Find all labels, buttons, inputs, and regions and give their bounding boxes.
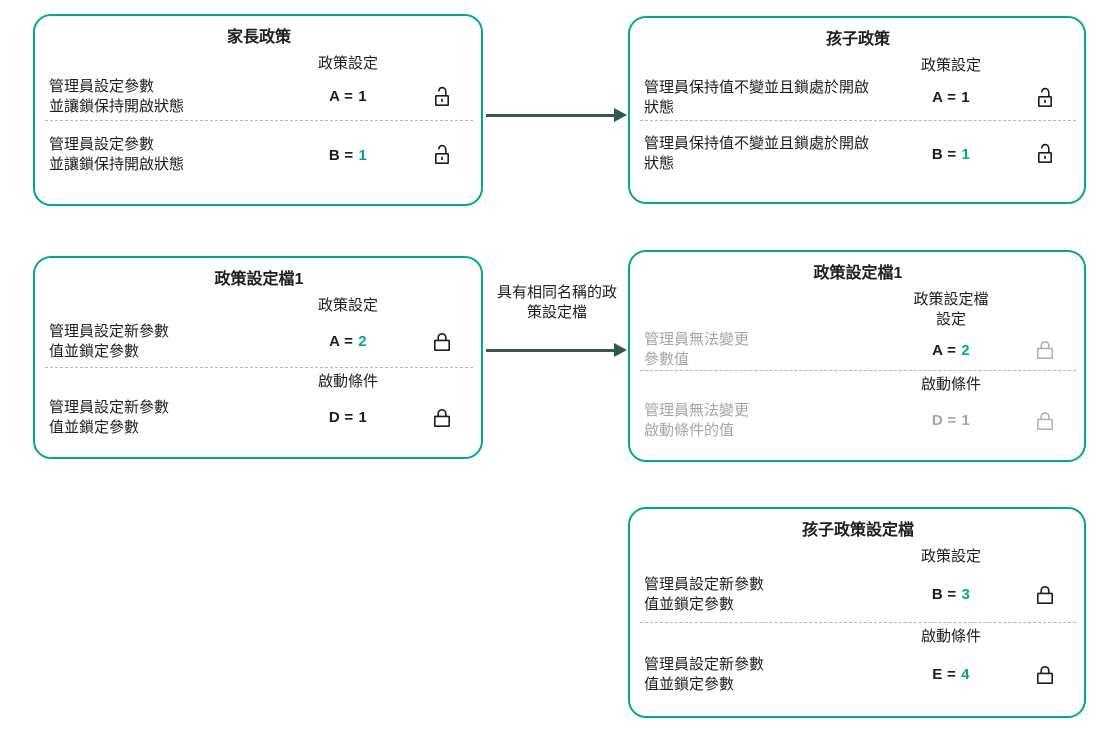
param-number: 1 — [961, 412, 971, 429]
param-label: A = — [329, 333, 354, 350]
param-number: 1 — [358, 88, 367, 106]
policy-setting-section: 政策設定檔 設定 管理員無法變更 參數值 A = 2 — [644, 286, 1072, 370]
section-header: 啟動條件 — [920, 376, 981, 393]
dashed-divider — [640, 119, 1076, 121]
dashed-divider — [45, 367, 473, 368]
open-lock-icon — [430, 143, 454, 167]
setting-description: 管理員設定新參數 值並鎖定參數 — [49, 322, 170, 360]
param-number: 1 — [358, 409, 368, 426]
setting-description: 管理員設定新參數 值並鎖定參數 — [49, 398, 170, 436]
open-lock-icon — [430, 85, 454, 109]
setting-value: D = 1 — [888, 412, 1014, 429]
policy-setting-section: 政策設定 管理員設定新參數 值並鎖定參數 B = 3 — [644, 543, 1072, 622]
param-label: D = — [931, 412, 957, 429]
box-title: 家長政策 — [226, 29, 291, 46]
closed-lock-icon — [430, 406, 454, 430]
param-number: 2 — [358, 333, 367, 350]
box-title: 孩子政策 — [825, 31, 890, 48]
section-header: 政策設定檔 設定 — [913, 291, 989, 328]
param-label: B = — [931, 145, 957, 163]
dashed-divider — [640, 370, 1076, 371]
policy-setting-section: 管理員設定參數 並讓鎖保持開啟狀態 B = 1 — [49, 121, 469, 191]
closed-lock-icon — [1033, 663, 1057, 687]
setting-description: 管理員無法變更 啟動條件的值 — [644, 401, 750, 439]
section-header: 政策設定 — [317, 55, 378, 72]
setting-description: 管理員保持值不變並且鎖處於開啟 狀態 — [644, 135, 870, 173]
setting-value: B = 1 — [888, 146, 1014, 163]
setting-description: 管理員設定新參數 值並鎖定參數 — [644, 575, 765, 613]
setting-value: B = 1 — [285, 147, 411, 164]
policy-inheritance-arrow — [486, 114, 615, 117]
open-lock-icon — [1033, 86, 1057, 110]
param-label: A = — [932, 341, 957, 359]
activation-rule-section: 啟動條件 管理員設定新參數 值並鎖定參數 D = 1 — [49, 368, 469, 443]
closed-lock-icon — [1033, 583, 1057, 607]
policy-inheritance-arrowhead — [614, 108, 627, 122]
setting-value: A = 2 — [285, 333, 411, 350]
param-label: A = — [932, 89, 957, 107]
child-policy-profile-box: 孩子政策設定檔 政策設定 管理員設定新參數 值並鎖定參數 B = 3 啟動條件 … — [628, 507, 1086, 718]
open-lock-icon — [1033, 142, 1057, 166]
setting-description: 管理員保持值不變並且鎖處於開啟 狀態 — [644, 78, 870, 116]
setting-description: 管理員無法變更 參數值 — [644, 331, 750, 368]
setting-description: 管理員設定參數 並讓鎖保持開啟狀態 — [49, 136, 185, 174]
section-header: 政策設定 — [920, 548, 981, 565]
section-header: 啟動條件 — [317, 373, 378, 390]
param-number: 4 — [961, 666, 970, 683]
profile-arrow-label: 具有相同名稱的政策設定檔 — [496, 284, 617, 321]
box-title: 政策設定檔1 — [813, 265, 903, 282]
box-title: 孩子政策設定檔 — [801, 522, 914, 539]
param-label: B = — [328, 146, 354, 164]
box-title: 政策設定檔1 — [214, 271, 304, 288]
setting-description: 管理員設定參數 並讓鎖保持開啟狀態 — [49, 77, 185, 115]
policy-setting-section: 政策設定 管理員保持值不變並且鎖處於開啟 狀態 A = 1 — [644, 52, 1072, 120]
param-label: E = — [932, 666, 957, 683]
param-number: 1 — [358, 146, 368, 164]
setting-value: A = 2 — [888, 342, 1014, 359]
closed-lock-icon — [1033, 409, 1057, 433]
policy-profile-box: 政策設定檔1 政策設定 管理員設定新參數 值並鎖定參數 A = 2 啟動條件 管… — [33, 256, 483, 459]
profile-inheritance-arrow — [486, 349, 615, 352]
policy-setting-section: 管理員保持值不變並且鎖處於開啟 狀態 B = 1 — [644, 121, 1072, 189]
param-label: B = — [931, 586, 957, 603]
policy-setting-section: 政策設定 管理員設定新參數 值並鎖定參數 A = 2 — [49, 292, 469, 367]
setting-value: D = 1 — [285, 409, 411, 426]
param-number: 2 — [961, 341, 970, 359]
section-header: 啟動條件 — [920, 628, 981, 645]
activation-rule-section: 啟動條件 管理員設定新參數 值並鎖定參數 E = 4 — [644, 623, 1072, 702]
param-label: D = — [328, 409, 354, 426]
param-number: 1 — [961, 89, 970, 107]
child-policy-box: 孩子政策 政策設定 管理員保持值不變並且鎖處於開啟 狀態 A = 1 管理員保持… — [628, 16, 1086, 204]
setting-value: E = 4 — [888, 666, 1014, 683]
setting-value: A = 1 — [285, 88, 411, 105]
dashed-divider — [640, 622, 1076, 623]
param-label: A = — [329, 88, 354, 106]
dashed-divider — [45, 119, 473, 121]
setting-description: 管理員設定新參數 值並鎖定參數 — [644, 655, 765, 693]
setting-value: B = 3 — [888, 586, 1014, 603]
parent-policy-box: 家長政策 政策設定 管理員設定參數 並讓鎖保持開啟狀態 A = 1 管理員設定參… — [33, 14, 483, 206]
profile-inheritance-arrowhead — [614, 343, 627, 357]
section-header: 政策設定 — [317, 297, 378, 314]
param-number: 1 — [961, 145, 971, 163]
setting-value: A = 1 — [888, 89, 1014, 106]
activation-rule-section: 啟動條件 管理員無法變更 啟動條件的值 D = 1 — [644, 371, 1072, 446]
inherited-policy-profile-box: 政策設定檔1 政策設定檔 設定 管理員無法變更 參數值 A = 2 啟動條件 管… — [628, 250, 1086, 462]
policy-setting-section: 政策設定 管理員設定參數 並讓鎖保持開啟狀態 A = 1 — [49, 50, 469, 120]
closed-lock-icon — [1033, 338, 1057, 362]
param-number: 3 — [961, 586, 971, 603]
section-header: 政策設定 — [920, 57, 981, 74]
closed-lock-icon — [430, 330, 454, 354]
